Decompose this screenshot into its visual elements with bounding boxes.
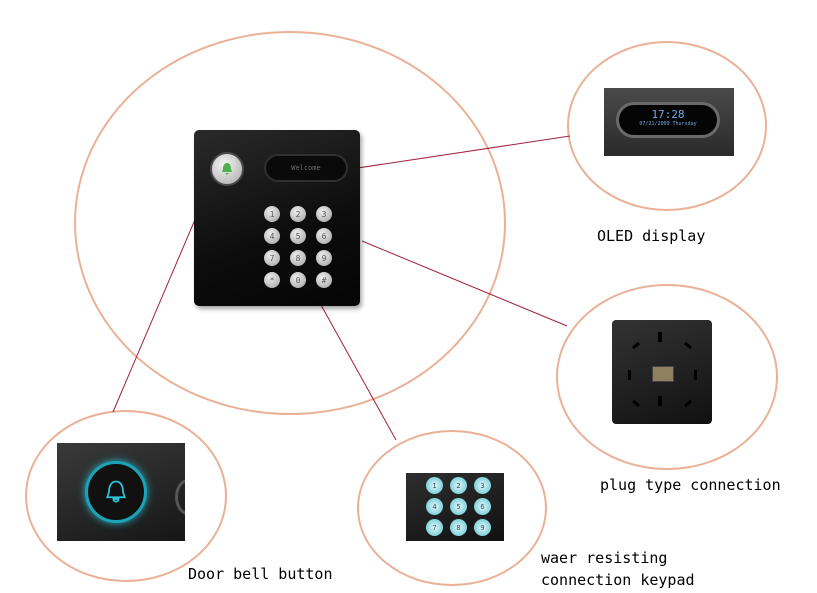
oled-display-photo: 17:28 07/21/2009 Thursday bbox=[604, 88, 734, 156]
oled-leader bbox=[330, 135, 571, 173]
bell-circle bbox=[25, 410, 227, 582]
slot bbox=[631, 399, 641, 408]
key[interactable]: 6 bbox=[316, 228, 332, 244]
key[interactable]: * bbox=[264, 272, 280, 288]
keypad-label-line2: connection keypad bbox=[541, 571, 695, 589]
door-bell-button-closeup bbox=[85, 461, 147, 523]
oled-date: 07/21/2009 Thursday bbox=[639, 121, 697, 127]
oled-time: 17:28 bbox=[651, 108, 685, 121]
plug-connection-photo bbox=[612, 320, 712, 424]
key[interactable]: 5 bbox=[290, 228, 306, 244]
key: 9 bbox=[474, 519, 491, 536]
door-bell-button[interactable] bbox=[210, 152, 244, 186]
access-control-device: Welcome 1 2 3 4 5 6 7 8 9 * 0 # bbox=[194, 130, 360, 306]
plug-label: plug type connection bbox=[600, 476, 781, 494]
key[interactable]: 8 bbox=[290, 250, 306, 266]
key[interactable]: 4 bbox=[264, 228, 280, 244]
key[interactable]: 7 bbox=[264, 250, 280, 266]
key: 6 bbox=[474, 498, 491, 515]
key[interactable]: 9 bbox=[316, 250, 332, 266]
key: 3 bbox=[474, 477, 491, 494]
slot bbox=[631, 341, 641, 350]
keypad-photo: 1 2 3 4 5 6 7 8 9 bbox=[406, 473, 504, 541]
key: 2 bbox=[450, 477, 467, 494]
bell-label: Door bell button bbox=[188, 565, 333, 583]
keypad-label-line1: waer resisting bbox=[541, 549, 668, 567]
key: 7 bbox=[426, 519, 443, 536]
oled-screen: 17:28 07/21/2009 Thursday bbox=[616, 102, 720, 138]
device-keypad: 1 2 3 4 5 6 7 8 9 * 0 # bbox=[264, 206, 336, 288]
key[interactable]: 3 bbox=[316, 206, 332, 222]
door-bell-photo bbox=[57, 443, 185, 541]
key[interactable]: 0 bbox=[290, 272, 306, 288]
slot bbox=[694, 370, 697, 380]
oled-label: OLED display bbox=[597, 227, 706, 245]
bell-icon bbox=[222, 163, 232, 175]
slot bbox=[658, 396, 662, 406]
key: 1 bbox=[426, 477, 443, 494]
keypad-closeup: 1 2 3 4 5 6 7 8 9 bbox=[426, 477, 492, 536]
display-text: Welcome bbox=[291, 164, 321, 172]
device-display: Welcome bbox=[264, 154, 348, 182]
key: 8 bbox=[450, 519, 467, 536]
key: 4 bbox=[426, 498, 443, 515]
slot bbox=[658, 332, 662, 342]
slot bbox=[628, 370, 631, 380]
keypad-leader bbox=[320, 304, 397, 441]
plug-circle bbox=[556, 284, 778, 470]
plug-leader bbox=[361, 240, 568, 327]
key[interactable]: # bbox=[316, 272, 332, 288]
adjacent-key-edge bbox=[175, 479, 185, 515]
slot bbox=[683, 341, 693, 350]
main-device-circle bbox=[74, 31, 506, 415]
plug-connector bbox=[652, 366, 674, 382]
keypad-circle bbox=[357, 430, 547, 586]
key: 5 bbox=[450, 498, 467, 515]
key[interactable]: 1 bbox=[264, 206, 280, 222]
key[interactable]: 2 bbox=[290, 206, 306, 222]
slot bbox=[683, 399, 693, 408]
bell-icon bbox=[106, 480, 126, 503]
oled-circle bbox=[567, 41, 767, 211]
